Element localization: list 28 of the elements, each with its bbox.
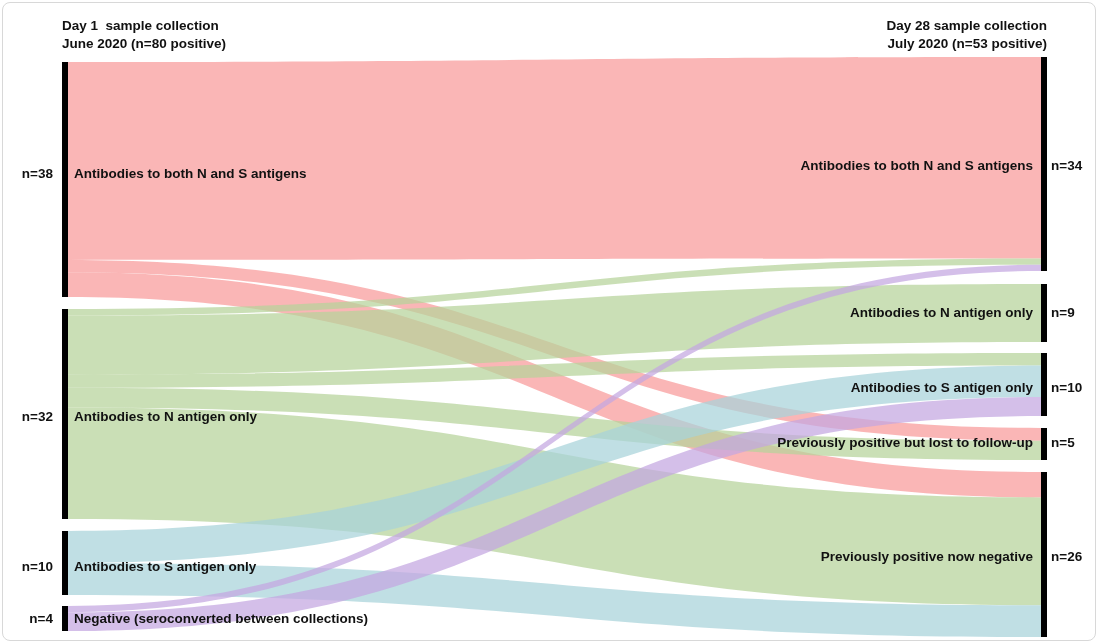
column-heading: Day 28 sample collection [886, 18, 1047, 34]
count-label: n=9 [1051, 305, 1075, 321]
category-label: Negative (seroconverted between collections) [74, 611, 369, 627]
count-label: n=4 [29, 611, 53, 627]
column-heading: Day 1 sample collection [62, 18, 219, 34]
flow-ribbon [68, 365, 1041, 563]
count-label: n=10 [21, 559, 53, 575]
category-label: Antibodies to S antigen only [74, 559, 257, 575]
count-label: n=5 [1051, 435, 1075, 451]
count-label: n=38 [21, 166, 53, 182]
column-heading: June 2020 (n=80 positive) [62, 36, 226, 52]
category-label: Antibodies to N antigen only [850, 305, 1033, 321]
flow-ribbon [68, 57, 1041, 260]
category-label: Antibodies to N antigen only [74, 409, 257, 425]
category-label: Antibodies to both N and S antigens [74, 166, 307, 182]
count-label: n=32 [21, 409, 53, 425]
count-label: n=26 [1051, 549, 1083, 565]
category-label: Previously positive but lost to follow-up [777, 435, 1033, 451]
category-label: Antibodies to both N and S antigens [800, 158, 1033, 174]
flow-ribbon [68, 264, 1041, 613]
category-label: Antibodies to S antigen only [850, 380, 1033, 396]
category-label: Previously positive now negative [820, 549, 1033, 565]
count-label: n=34 [1051, 158, 1083, 174]
flow-ribbon [68, 258, 1041, 316]
flow-ribbon [68, 284, 1041, 375]
flow-ribbon [68, 353, 1041, 388]
column-heading: July 2020 (n=53 positive) [887, 36, 1047, 52]
count-label: n=10 [1051, 380, 1083, 396]
